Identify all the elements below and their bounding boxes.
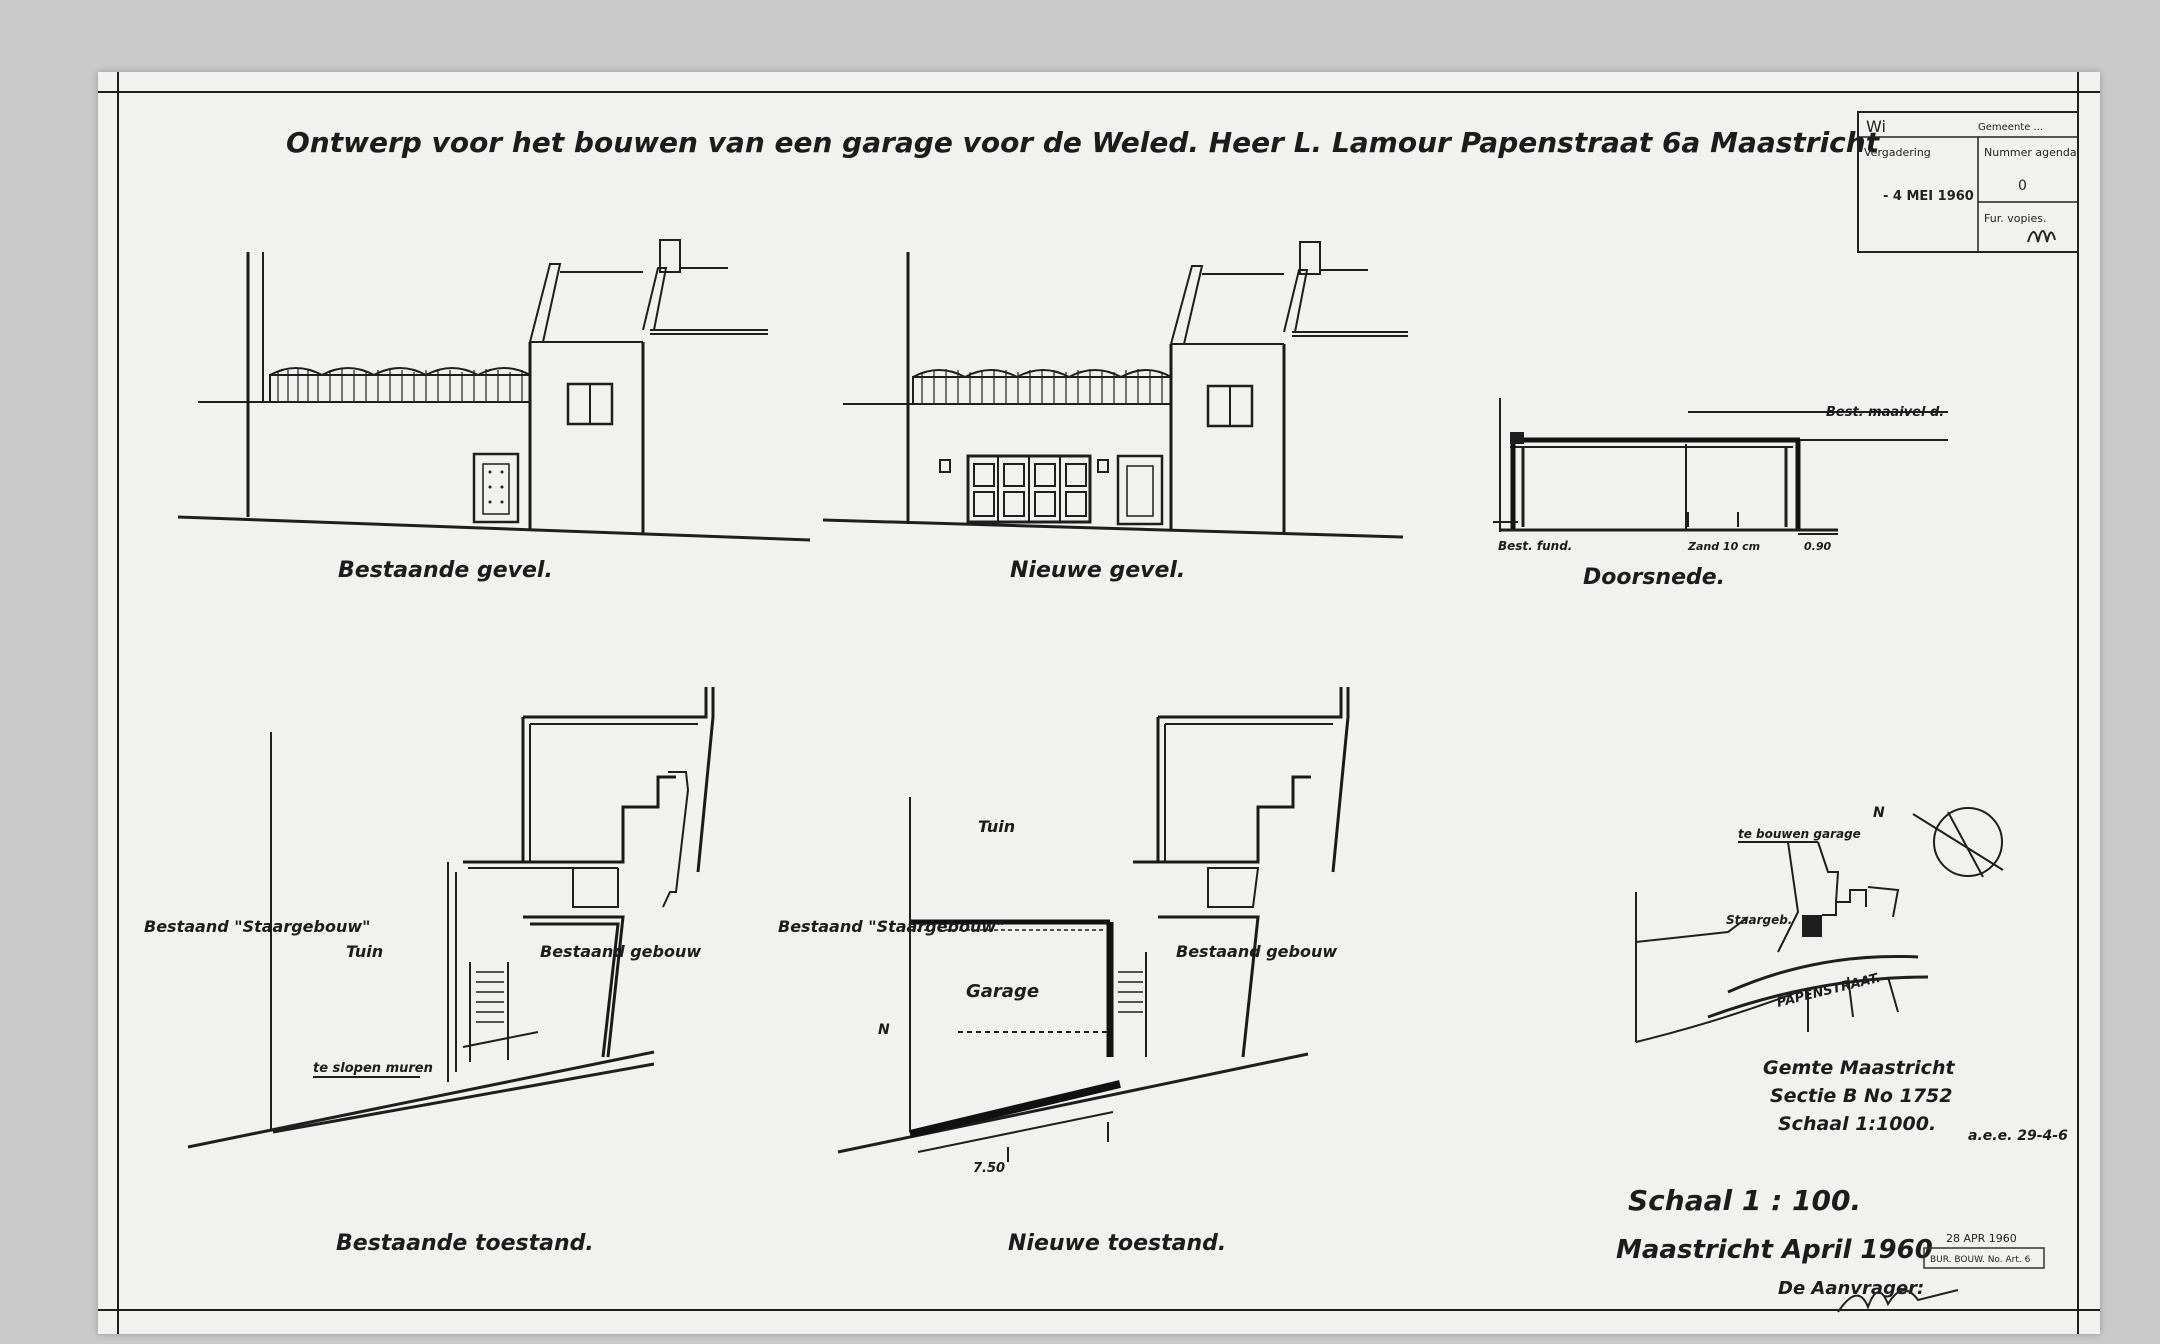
site-stair-label: Staargeb. [1726, 913, 1792, 927]
new-state-plan: 7.50 Tuin Bestaand "Staargebouw" Garage … [778, 687, 1350, 1256]
stamp-header-left: Wi [1866, 117, 1886, 136]
site-street-label: PAPENSTRAAT. [1775, 971, 1882, 1011]
site-municipality: Gemte Maastricht [1763, 1057, 1955, 1079]
place-and-date: Maastricht April 1960 [1616, 1235, 1933, 1265]
drawing-title: Ontwerp voor het bouwen van een garage v… [286, 126, 1881, 159]
section-foundation: Best. fund. [1498, 539, 1572, 553]
site-scale: Schaal 1:1000. [1778, 1113, 1936, 1135]
section-drawing: Best. maaivel d. Best. fund. Zand 10 cm … [1493, 398, 1948, 590]
stamp-cell-c-label: Fur. vopies. [1984, 212, 2046, 225]
approval-stamp: Wi Gemeente ... Vergadering - 4 MEI 1960… [1857, 111, 2079, 253]
applicant-label: De Aanvrager: [1778, 1278, 1924, 1299]
site-north-label: N [1873, 805, 1885, 821]
caption-existing-facade: Bestaande gevel. [338, 558, 553, 583]
garage-label: Garage [966, 981, 1039, 1002]
stamp-initials-mark [2027, 230, 2056, 243]
caption-new-facade: Nieuwe gevel. [1010, 558, 1185, 583]
new-building-label: Bestaand gebouw [1176, 942, 1337, 961]
drawing-scale: Schaal 1 : 100. [1628, 1184, 1861, 1217]
stamp-cell-b-label: Nummer agenda [1984, 146, 2077, 159]
new-left-building-label: Bestaand "Staargebouw" [778, 917, 1004, 936]
site-section: Sectie B No 1752 [1770, 1085, 1952, 1107]
received-stamp-date: 28 APR 1960 [1946, 1232, 2017, 1245]
applicant-signature-mark [1837, 1289, 1959, 1313]
stamp-date: - 4 MEI 1960 [1883, 189, 1974, 204]
existing-left-building-label: Bestaand "Staargebouw" [144, 917, 370, 936]
blueprint-sheet: Ontwerp voor het bouwen van een garage v… [98, 72, 2100, 1334]
new-width-dimension: 7.50 [973, 1161, 1005, 1176]
stamp-header-right: Gemeente ... [1978, 122, 2043, 133]
demolish-label: te slopen muren [313, 1061, 433, 1076]
new-garden-label: Tuin [978, 817, 1015, 836]
existing-building-label: Bestaand gebouw [540, 942, 701, 961]
received-stamp: 28 APR 1960 BUR. BOUW. No. Art. 6 [1923, 1232, 2045, 1269]
existing-facade-drawing: Bestaande gevel. [177, 239, 811, 583]
section-street-level: Best. maaivel d. [1826, 405, 1944, 420]
new-facade-drawing: Nieuwe gevel. [822, 241, 1408, 583]
approval-note: a.e.e. 29-4-6 [1968, 1128, 2068, 1144]
section-sand: Zand 10 cm [1687, 540, 1760, 553]
caption-new-state: Nieuwe toestand. [1008, 1231, 1226, 1256]
site-map: te bouwen garage Staargeb. PAPENSTRAAT. … [1635, 805, 2004, 1135]
stamp-agenda-number: 0 [2018, 178, 2027, 194]
existing-state-plan: Bestaand "Staargebouw" Tuin Bestaand geb… [144, 687, 715, 1256]
section-depth: 0.90 [1804, 540, 1831, 553]
new-north-label: N [878, 1022, 890, 1038]
caption-existing-state: Bestaande toestand. [336, 1231, 594, 1256]
existing-garden-label: Tuin [346, 942, 383, 961]
caption-section: Doorsnede. [1583, 565, 1725, 590]
stamp-cell-a-label: Vergadering [1864, 146, 1931, 159]
site-to-build-label: te bouwen garage [1738, 827, 1861, 841]
dept-stamp-text: BUR. BOUW. No. Art. 6 [1930, 1255, 2031, 1265]
architectural-drawing: Ontwerp voor het bouwen van een garage v… [98, 72, 2100, 1334]
